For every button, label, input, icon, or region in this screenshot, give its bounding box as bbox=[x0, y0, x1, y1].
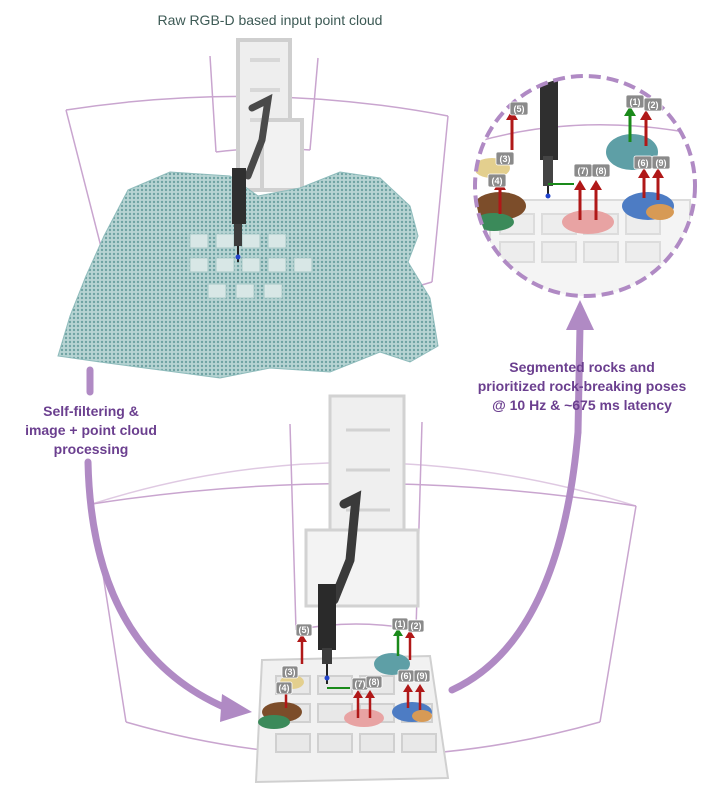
pose-label-6: (6) bbox=[638, 158, 649, 168]
pose-label-8: (8) bbox=[596, 166, 607, 176]
pose-label-3: (3) bbox=[500, 154, 511, 164]
caption-line: Self-filtering & bbox=[43, 403, 139, 419]
zoom-arm bbox=[540, 76, 558, 160]
pose-label-4: (4) bbox=[492, 176, 503, 186]
pose-label-2: (2) bbox=[411, 621, 422, 631]
robot-arm-top bbox=[232, 93, 273, 262]
rock-segment bbox=[344, 709, 384, 727]
pose-label-1: (1) bbox=[395, 619, 406, 629]
point-cloud-surface bbox=[57, 171, 439, 379]
zoom-inset: (5) (1) (2) (3) (4) (7) (8) (6) (9) bbox=[473, 74, 697, 298]
zoom-pose-labels: (5) (1) (2) (3) (4) (7) (8) (6) (9) bbox=[487, 94, 671, 188]
grid-structure-top bbox=[189, 233, 313, 299]
pose-label-6: (6) bbox=[401, 671, 412, 681]
pose-label-1: (1) bbox=[630, 97, 641, 107]
arrow-head-down bbox=[220, 694, 252, 722]
pose-label-3: (3) bbox=[285, 667, 296, 677]
rock-segment bbox=[374, 653, 410, 675]
processing-caption: Self-filtering & image + point cloud pro… bbox=[6, 402, 176, 459]
scene-pose-arrows bbox=[281, 628, 425, 718]
caption-line: prioritized rock-breaking poses bbox=[477, 378, 687, 394]
arrow-processing-curve bbox=[84, 458, 230, 712]
caption-line: processing bbox=[53, 441, 129, 457]
zoom-circle-border bbox=[473, 74, 697, 298]
zoom-pose-arrows bbox=[494, 106, 664, 220]
pose-label-9: (9) bbox=[656, 158, 667, 168]
segmented-scene-panel: (5) (1) (2) (3) (4) (7) (8) (6) (9) bbox=[91, 394, 637, 784]
arrow-to-inset bbox=[448, 428, 582, 694]
caption-line: image + point cloud bbox=[25, 422, 157, 438]
pose-label-8: (8) bbox=[369, 677, 380, 687]
pose-label-5: (5) bbox=[514, 104, 525, 114]
pose-label-7: (7) bbox=[355, 679, 366, 689]
rock-segment bbox=[258, 715, 290, 729]
pose-label-2: (2) bbox=[648, 100, 659, 110]
rock-segment bbox=[646, 204, 674, 220]
pose-label-9: (9) bbox=[417, 671, 428, 681]
pose-label-7: (7) bbox=[578, 166, 589, 176]
robot-arm-bottom bbox=[318, 490, 362, 684]
rock-segment bbox=[562, 210, 614, 234]
robot-frame-bottom bbox=[304, 394, 420, 608]
rock-segment bbox=[412, 710, 432, 722]
flow-arrows bbox=[84, 322, 584, 712]
diagram-title: Raw RGB-D based input point cloud bbox=[157, 12, 383, 28]
arrow-head-up bbox=[566, 300, 594, 330]
rock-segment bbox=[475, 213, 514, 231]
scene-pose-labels: (5) (1) (2) (3) (4) (7) (8) (6) (9) bbox=[275, 617, 431, 695]
pose-label-4: (4) bbox=[279, 683, 290, 693]
pose-label-5: (5) bbox=[299, 625, 310, 635]
raw-point-cloud-panel bbox=[57, 38, 449, 379]
caption-line: @ 10 Hz & ~675 ms latency bbox=[492, 397, 672, 413]
segmentation-caption: Segmented rocks and prioritized rock-bre… bbox=[452, 358, 712, 415]
caption-line: Segmented rocks and bbox=[509, 359, 655, 375]
